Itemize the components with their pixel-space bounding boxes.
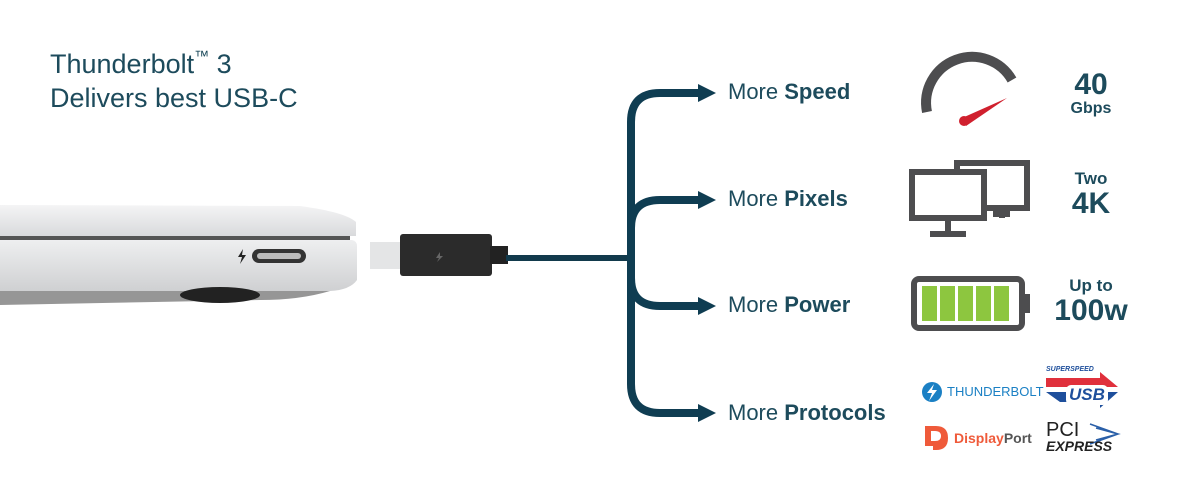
thunderbolt-port-icon bbox=[238, 249, 246, 264]
page-title: Thunderbolt™ 3 Delivers best USB-C bbox=[50, 40, 298, 115]
pci-logo: PCI bbox=[1046, 419, 1080, 441]
dual-monitor-icon bbox=[909, 160, 1030, 237]
title-line1: Thunderbolt bbox=[50, 49, 195, 79]
branch-arrows bbox=[698, 84, 716, 422]
title-line2: Delivers best USB-C bbox=[50, 83, 298, 113]
trademark: ™ bbox=[194, 48, 210, 65]
laptop-image bbox=[0, 205, 357, 305]
express-logo: EXPRESS bbox=[1046, 438, 1113, 454]
pixels-value: Two 4K bbox=[1071, 169, 1111, 220]
usb-logo: USB bbox=[1066, 385, 1108, 405]
row-protocols-label: More Protocols bbox=[728, 400, 886, 425]
superspeed-label: SUPERSPEED bbox=[1046, 366, 1094, 373]
row-power-label: More Power bbox=[728, 292, 851, 317]
thunderbolt-cable bbox=[370, 234, 631, 276]
speedometer-icon bbox=[921, 51, 1017, 126]
battery-icon bbox=[911, 276, 1030, 331]
displayport-logo-mark bbox=[925, 426, 948, 450]
power-value: Up to 100w bbox=[1054, 276, 1128, 327]
thunderbolt-logo-mark bbox=[922, 382, 942, 402]
branch-tree bbox=[627, 89, 700, 417]
row-pixels-label: More Pixels bbox=[728, 186, 848, 211]
title-version: 3 bbox=[209, 49, 232, 79]
displayport-logo: DisplayPort bbox=[954, 430, 1032, 446]
pci-express-arrows bbox=[1089, 423, 1121, 445]
row-speed-label: More Speed bbox=[728, 79, 851, 104]
thunderbolt-logo: THUNDERBOLT bbox=[947, 384, 1044, 399]
speed-value: 40 Gbps bbox=[1070, 68, 1112, 117]
